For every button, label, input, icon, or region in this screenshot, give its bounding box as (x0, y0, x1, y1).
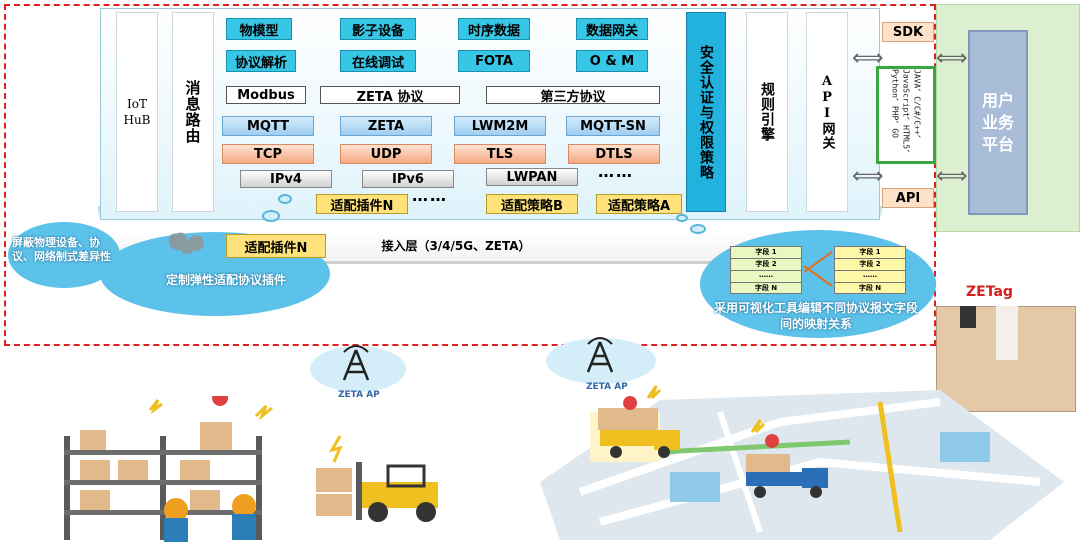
third-party-protocol-box: 第三方协议 (486, 86, 660, 105)
thought-bubble-right-medium (690, 224, 706, 234)
bidirectional-arrow-right-top-icon: ⟺ (936, 46, 968, 71)
ellipsis-row6: …… (598, 162, 634, 181)
message-routing-column: 消息路由 (172, 12, 214, 212)
shadow-device-box: 影子设备 (340, 18, 416, 40)
online-debug-box: 在线调试 (340, 50, 416, 72)
mapping-field-left-3: …… (731, 271, 801, 283)
zeta-protocol-box: ZETA 协议 (320, 86, 460, 105)
device-cloud (8, 222, 120, 288)
mapping-arrows-icon (803, 251, 833, 287)
udp-box: UDP (340, 144, 432, 164)
time-series-box: 时序数据 (458, 18, 530, 40)
zeta-box: ZETA (340, 116, 432, 136)
message-routing-label: 消息路由 (183, 80, 202, 144)
language-list-box: JAVA、C/C#/C++、JavaScript、HTML5、Python、PH… (876, 66, 936, 164)
om-box: O & M (576, 50, 648, 72)
security-column: 安全认证与权限策略 (686, 12, 726, 212)
mapping-field-left-4: 字段 N (754, 284, 778, 292)
tls-box: TLS (454, 144, 546, 164)
api-gateway-label: API网关 (819, 74, 835, 150)
zetag-tape-icon (996, 306, 1018, 360)
user-platform-box: 用户业务平台 (968, 30, 1028, 215)
mapping-field-right-1: 字段 1 (835, 247, 905, 259)
rule-engine-label: 规则引擎 (759, 82, 775, 142)
strategy-a-box: 适配策略A (596, 194, 682, 214)
plugin-n-cloud-box: 适配插件N (226, 234, 326, 258)
dtls-box: DTLS (568, 144, 660, 164)
thing-model-box: 物模型 (226, 18, 292, 40)
lwpan-box: LWPAN (486, 168, 578, 186)
zeta-ap-right-label: ZETA AP (586, 382, 628, 392)
api-box: API (882, 188, 934, 208)
security-label: 安全认证与权限策略 (698, 44, 714, 180)
zeta-ap-left-label: ZETA AP (338, 390, 380, 400)
rule-engine-column: 规则引擎 (746, 12, 788, 212)
mapping-field-right-4: 字段 N (858, 284, 882, 292)
language-list: JAVA、C/C#/C++、JavaScript、HTML5、Python、PH… (890, 69, 922, 158)
forklift-illustration (316, 435, 438, 522)
mapping-table-left: 字段 1 字段 2 …… 字段 N (730, 246, 802, 294)
mapping-table-right: 字段 1 字段 2 …… 字段 N (834, 246, 906, 294)
protocol-parse-box: 协议解析 (226, 50, 296, 72)
api-gateway-column: API网关 (806, 12, 848, 212)
user-platform-label: 用户业务平台 (981, 90, 1014, 154)
mapping-field-right-3: …… (835, 271, 905, 283)
data-gateway-box: 数据网关 (576, 18, 648, 40)
zetag-label: ZETag (966, 284, 1013, 300)
dashed-boundary (4, 4, 936, 346)
ellipsis-row7: …… (412, 186, 448, 205)
zeta-ap-antenna-left-icon (342, 345, 370, 381)
access-layer-label: 接入层（3/4/5G、ZETA） (381, 239, 531, 253)
ipv6-box: IPv6 (362, 170, 454, 188)
logistics-map-illustration (540, 385, 1064, 540)
warehouse-shelf-illustration (64, 396, 273, 542)
plugin-n-box: 适配插件N (316, 194, 408, 214)
thought-bubble-right-small (676, 214, 688, 222)
modbus-box: Modbus (226, 86, 306, 104)
ipv4-box: IPv4 (240, 170, 332, 188)
bidirectional-arrow-bottom-icon: ⟺ (852, 164, 884, 189)
tcp-box: TCP (222, 144, 314, 164)
zeta-ap-antenna-right-icon (586, 337, 614, 373)
thought-bubble-medium (262, 210, 280, 222)
mapping-field-left-1: 字段 1 (731, 247, 801, 259)
mqtt-sn-box: MQTT-SN (566, 116, 660, 136)
fota-box: FOTA (458, 50, 530, 72)
mapping-field-right-2: 字段 2 (835, 259, 905, 271)
lwm2m-box: LWM2M (454, 116, 546, 136)
thought-bubble-small (278, 194, 292, 204)
bidirectional-arrow-right-bottom-icon: ⟺ (936, 164, 968, 189)
sdk-box: SDK (882, 22, 934, 42)
plugin-cluster-icon (160, 232, 220, 254)
cloud-right-text: 采用可视化工具编辑不同协议报文字段间的映射关系 (713, 301, 918, 331)
zetag-chip-icon (960, 306, 976, 328)
cloud-left-top-text: 屏蔽物理设备、协议、网络制式差异性 (12, 236, 111, 263)
cloud-left-bottom-text: 定制弹性适配协议插件 (165, 273, 286, 287)
bidirectional-arrow-top-icon: ⟺ (852, 46, 884, 71)
iot-hub-column: IoT HuB (116, 12, 158, 212)
mapping-field-left-2: 字段 2 (731, 259, 801, 271)
mqtt-box: MQTT (222, 116, 314, 136)
strategy-b-box: 适配策略B (486, 194, 578, 214)
